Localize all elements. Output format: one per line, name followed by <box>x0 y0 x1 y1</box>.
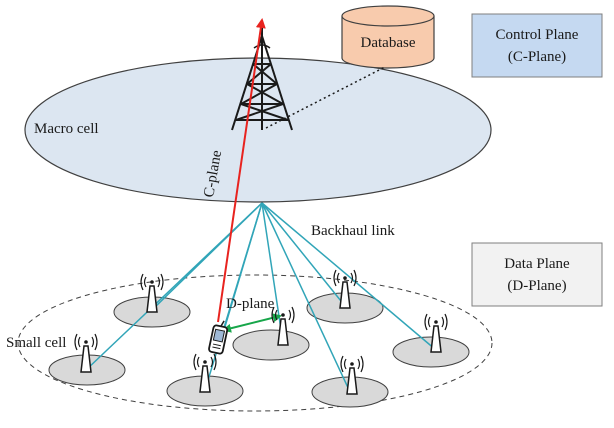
small-cell-label: Small cell <box>6 335 66 351</box>
small-cell-antenna-icon <box>140 273 164 313</box>
tower-database-link <box>265 66 386 129</box>
small-cell-antenna-icon <box>74 333 98 373</box>
control-plane-title: Control Plane <box>496 27 579 43</box>
backhaul-link-label: Backhaul link <box>311 223 395 239</box>
data-plane-title: Data Plane <box>504 256 570 272</box>
small-cell-antenna-icon <box>271 306 295 346</box>
control-plane-subtitle: (C-Plane) <box>508 49 566 65</box>
c-plane-arrow <box>217 18 266 323</box>
small-cell-antenna-icon <box>424 313 448 353</box>
control-plane-box: Control Plane (C-Plane) <box>471 13 603 78</box>
mobile-phone-icon <box>208 320 229 355</box>
database-label: Database <box>361 35 416 51</box>
backhaul-links <box>85 202 437 393</box>
database-icon: Database <box>341 5 435 69</box>
small-cell-antenna-icon <box>193 353 217 393</box>
d-plane-label: D-plane <box>226 296 275 312</box>
data-plane-subtitle: (D-Plane) <box>507 278 566 294</box>
macro-tower-icon <box>231 22 293 131</box>
small-cell <box>232 329 310 361</box>
macro-cell-area <box>24 57 492 203</box>
small-cell-antenna-icon <box>340 355 364 395</box>
data-plane-box: Data Plane (D-Plane) <box>471 242 603 307</box>
small-cell-antenna-icon <box>333 269 357 309</box>
small-cell-antennas <box>74 269 448 395</box>
macro-cell-label: Macro cell <box>34 121 99 137</box>
d-plane-arrow <box>222 313 282 333</box>
